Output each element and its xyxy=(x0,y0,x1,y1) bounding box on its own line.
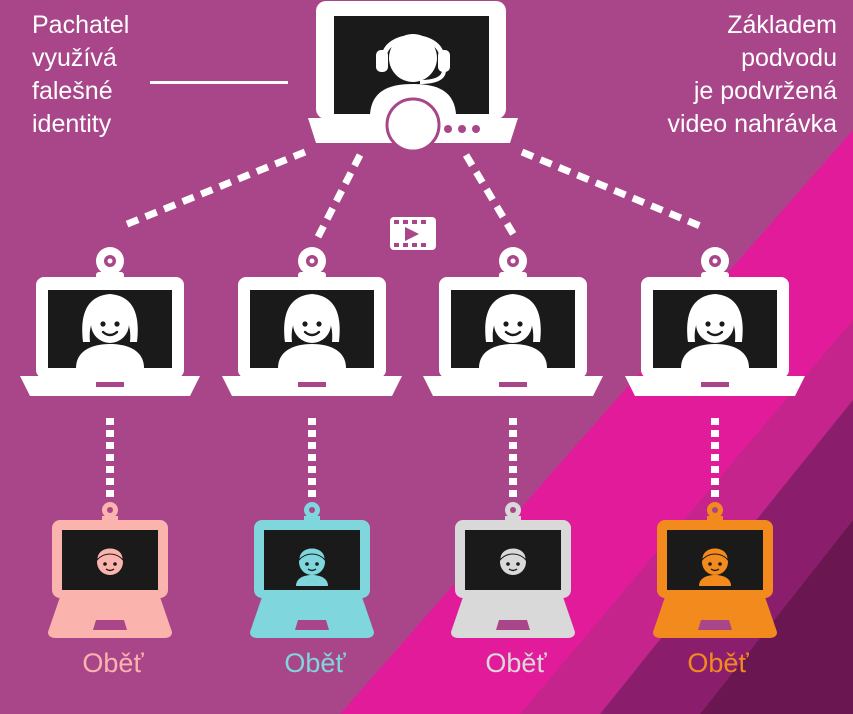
identity-laptop-4 xyxy=(625,247,805,396)
caption-left-line: identity xyxy=(32,110,112,138)
child-avatar-icon xyxy=(296,547,328,586)
caption-right-line: je podvržená xyxy=(693,77,837,105)
mid-laptops xyxy=(20,247,805,396)
victim-label-2: Oběť xyxy=(284,648,346,678)
caption-left-line: využívá xyxy=(32,44,117,72)
victim-laptop-4 xyxy=(653,502,777,638)
victim-laptop-3 xyxy=(451,502,575,638)
webcam-icon xyxy=(701,247,729,279)
caption-connector-line xyxy=(150,81,288,84)
identity-laptop-1 xyxy=(20,247,200,396)
victim-links xyxy=(106,418,719,497)
connection-line-1 xyxy=(123,148,307,229)
victim-label-1: Oběť xyxy=(82,648,144,678)
victim-label-3: Oběť xyxy=(485,648,547,678)
connection-line-3 xyxy=(462,153,519,239)
webcam-icon xyxy=(298,247,326,279)
caption-perpetrator: Pachatel využívá falešné identity xyxy=(32,9,129,141)
identity-laptop-2 xyxy=(222,247,402,396)
webcam-icon xyxy=(499,247,527,279)
caption-left-line: Pachatel xyxy=(32,11,130,39)
caption-video-fraud: Základem podvodu je podvržená video nahr… xyxy=(667,9,837,141)
operator-dots xyxy=(444,125,480,133)
victim-laptops xyxy=(48,502,777,638)
caption-right-line: video nahrávka xyxy=(667,110,837,138)
connection-line-2 xyxy=(314,153,364,239)
stripe-darkest xyxy=(700,520,853,714)
victim-laptop-2 xyxy=(250,502,374,638)
caption-left-line: falešné xyxy=(32,77,113,105)
stripe-magenta xyxy=(520,320,853,714)
webcam-icon xyxy=(304,502,320,521)
webcam-icon xyxy=(102,502,118,521)
victim-laptop-1 xyxy=(48,502,172,638)
child-avatar-icon xyxy=(499,547,527,575)
webcam-icon xyxy=(505,502,521,521)
caption-right-line: podvodu xyxy=(741,44,837,72)
child-avatar-icon xyxy=(96,547,124,575)
webcam-icon xyxy=(96,247,124,279)
connection-line-4 xyxy=(520,148,707,232)
victim-label-4: Oběť xyxy=(687,648,749,678)
video-clip-icon xyxy=(390,217,436,250)
caption-right-line: Základem xyxy=(727,11,837,39)
connection-lines xyxy=(123,148,707,239)
child-avatar-icon xyxy=(699,547,731,586)
operator-lens xyxy=(385,97,441,153)
webcam-icon xyxy=(707,502,723,521)
operator-laptop xyxy=(308,1,518,153)
identity-laptop-3 xyxy=(423,247,603,396)
